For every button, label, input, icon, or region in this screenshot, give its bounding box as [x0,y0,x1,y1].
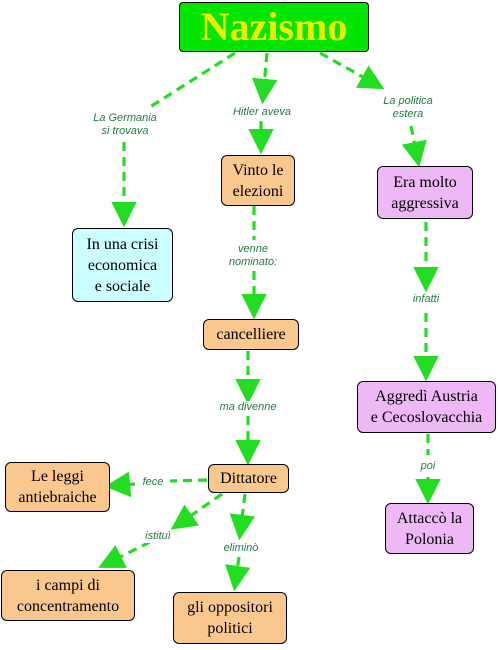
link-label-elimino: eliminò [219,542,263,555]
concept-politica-aggressiva[interactable]: Era molto aggressiva [377,166,473,219]
concept-crisi-economica[interactable]: In una crisi economica e sociale [72,228,173,302]
link-label-fece: fece [136,476,170,489]
edge-dittatore-elimino [229,493,256,541]
edge-nazismo-hitler [251,52,278,105]
edge-dittatore-fece [169,478,208,483]
concept-vinto-elezioni[interactable]: Vinto le elezioni [221,155,295,206]
title-node-nazismo[interactable]: Nazismo [179,2,369,52]
edge-istitui-campi [98,540,151,568]
link-label-venne-nominato: venne nominato: [220,243,286,269]
concept-attacco-polonia[interactable]: Attaccò la Polonia [385,503,474,554]
link-label-germania: La Germania si trovava [86,112,164,138]
edge-elimino-oppositori [225,556,251,592]
concept-oppositori-politici[interactable]: gli oppositori politici [173,592,287,644]
concept-aggredi-austria-cecoslovacchia[interactable]: Aggredì Austria e Cecoslovacchia [357,381,496,433]
concept-dittatore[interactable]: Dittatore [208,464,289,493]
concept-campi-concentramento[interactable]: i campi di concentramento [1,570,135,621]
concept-cancelliere[interactable]: cancelliere [203,319,299,350]
link-label-hitler: Hitler aveva [224,106,300,119]
edge-dittatore-istitui [170,492,223,530]
edge-fece-leggi [104,471,136,498]
link-label-politica: La politica estera [372,95,444,121]
concept-leggi-antiebraiche[interactable]: Le leggi antiebraiche [5,462,110,512]
link-label-infatti: infatti [404,293,448,306]
edge-nazismo-germania [149,51,236,109]
link-label-ma-divenne: ma divenne [212,401,284,414]
link-label-istitui: istituì [138,530,178,543]
edge-nazismo-politica [319,51,385,90]
link-label-poi: poi [416,460,440,473]
edge-politica-aggressiva [401,125,427,168]
